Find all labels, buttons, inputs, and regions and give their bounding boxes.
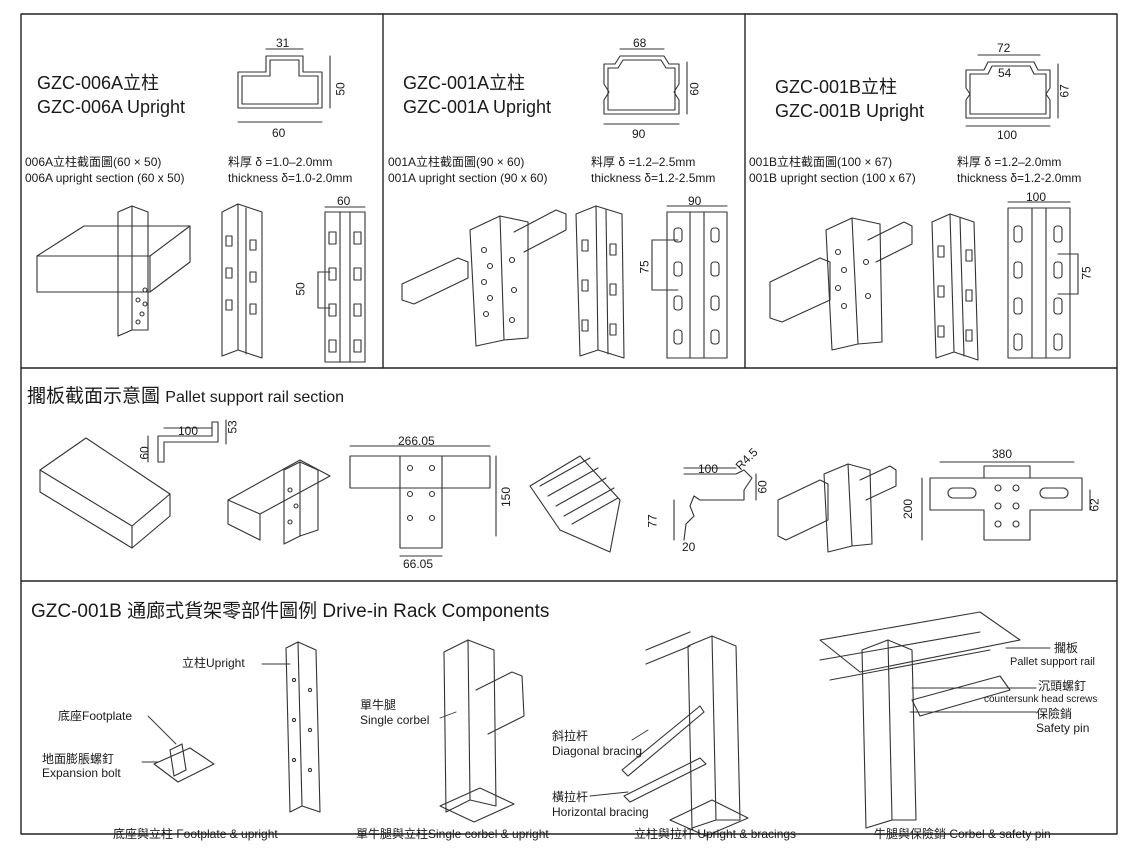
iso-upright-001a (575, 205, 625, 359)
dim-label: 50 (333, 82, 348, 96)
frame-lines (20, 13, 1118, 835)
caption-upright-bracings: 立柱與拉杆 Upright & bracings (634, 827, 797, 841)
label-diag-en: Diagonal bracing (552, 744, 643, 758)
caption-corbel-upright: 單牛腿與立柱Single corbel & upright (356, 827, 549, 841)
comp-upright-bracings (621, 631, 749, 837)
dim-label: 53 (225, 420, 240, 434)
dim-label: 75 (1079, 266, 1094, 280)
dim-label: 60 (137, 446, 152, 460)
rail-plate-front (349, 445, 497, 557)
dim-label: 67 (1057, 84, 1072, 98)
thickness-cn: 料厚 δ =1.2–2.5mm (591, 155, 696, 169)
upright-001a-title-cn: GZC-001A立柱 (403, 73, 526, 93)
rail-title-en: Pallet support rail section (165, 389, 345, 406)
rail-z-profile (147, 419, 227, 463)
dim-label: 60 (272, 126, 286, 140)
label-screw-en: countersunk head screws (984, 694, 1098, 705)
comp-corbel-safety-pin (819, 611, 1051, 829)
dim-label: 90 (688, 194, 702, 208)
label-horiz-cn: 橫拉杆 (552, 790, 589, 804)
rail-corbel-iso (777, 463, 897, 553)
thickness-en: thickness δ=1.2-2.0mm (957, 171, 1082, 185)
dim-label: 54 (998, 66, 1012, 80)
iso-corbel-001b (769, 217, 913, 351)
label-corbel-en: Single corbel (360, 713, 430, 727)
rail-iso-2 (227, 459, 331, 545)
label-rail-cn: 擱板 (1054, 641, 1079, 655)
rail-cross-plate (921, 461, 1091, 541)
section-caption-cn: 001A立柱截面圖(90 × 60) (388, 155, 525, 169)
thickness-en: thickness δ=1.2-2.5mm (591, 171, 716, 185)
dim-label: 380 (992, 447, 1013, 461)
dim-label: 100 (1026, 190, 1047, 204)
label-upright: 立柱Upright (182, 656, 245, 670)
dim-label: 100 (997, 128, 1018, 142)
label-diag-cn: 斜拉杆 (552, 729, 589, 743)
rail-title-cn: 擱板截面示意圖 (27, 386, 161, 407)
comp-footplate-upright (153, 641, 321, 813)
dim-label: 200 (901, 498, 916, 520)
dim-label: 20 (682, 540, 696, 554)
dim-label: 68 (633, 36, 647, 50)
front-view-001b (1007, 201, 1079, 359)
label-rail-en: Pallet support rail (1010, 656, 1095, 668)
dim-label: 90 (632, 127, 646, 141)
dim-label: 72 (997, 41, 1011, 55)
label-footplate: 底座Footplate (58, 709, 133, 723)
dim-label: 66.05 (403, 557, 434, 571)
upright-001b-title-en: GZC-001B Upright (775, 101, 925, 121)
section-caption-en: 001A upright section (90 x 60) (388, 171, 548, 185)
label-pin-en: Safety pin (1036, 721, 1090, 735)
dim-label: 60 (755, 480, 770, 494)
label-bolt-cn: 地面膨脹螺釘 (42, 752, 115, 766)
label-bolt-en: Expansion bolt (42, 766, 121, 780)
iso-upright-006a (221, 203, 263, 359)
leader-lines (141, 663, 649, 797)
dim-label: 150 (499, 486, 514, 508)
rail-corrugated-iso (529, 455, 621, 553)
dim-label: 75 (637, 260, 652, 274)
label-pin-cn: 保險銷 (1036, 707, 1073, 721)
label-horiz-en: Horizontal bracing (552, 805, 649, 819)
rail-iso-1 (39, 437, 171, 549)
label-corbel-cn: 單牛腿 (360, 698, 397, 712)
section-001b (965, 54, 1059, 127)
front-view-001a (651, 205, 728, 359)
dim-label: 60 (337, 194, 351, 208)
rail-section-title: 擱板截面示意圖 Pallet support rail section (27, 381, 344, 408)
dim-label: 60 (687, 82, 702, 96)
section-caption-cn: 006A立柱截面圖(60 × 50) (25, 155, 162, 169)
iso-box-006a (36, 205, 191, 337)
dim-label: 77 (645, 514, 660, 528)
thickness-cn: 料厚 δ =1.2–2.0mm (957, 155, 1062, 169)
section-caption-cn: 001B立柱截面圖(100 × 67) (749, 155, 893, 169)
label-screw-cn: 沉頭螺釘 (1038, 679, 1087, 693)
caption-corbel-pin: 牛腿與保險銷 Corbel & safety pin (874, 827, 1051, 841)
section-006a (237, 48, 331, 123)
dim-label: 266.05 (398, 434, 435, 448)
section-caption-en: 006A upright section (60 x 50) (25, 171, 185, 185)
section-001a (603, 48, 688, 125)
dim-label: 50 (293, 282, 308, 296)
dim-label: 31 (276, 36, 290, 50)
section-caption-en: 001B upright section (100 x 67) (749, 171, 916, 185)
comp-corbel-upright (439, 639, 525, 823)
thickness-cn: 料厚 δ =1.0–2.0mm (228, 155, 333, 169)
upright-006a-title-en: GZC-006A Upright (37, 97, 186, 117)
upright-001a-title-en: GZC-001A Upright (403, 97, 552, 117)
upright-006a-title-cn: GZC-006A立柱 (37, 73, 160, 93)
upright-001b-title-cn: GZC-001B立柱 (775, 77, 898, 97)
rail-profile-wave (673, 467, 757, 541)
iso-corbel-001a (401, 209, 567, 347)
front-view-006a (317, 206, 366, 363)
dim-label: 100 (178, 424, 199, 438)
components-title: GZC-001B 通廊式貨架零部件圖例 Drive-in Rack Compon… (31, 601, 550, 622)
caption-footplate-upright: 底座與立柱 Footplate & upright (113, 827, 278, 841)
dim-label: 100 (698, 462, 719, 476)
iso-upright-001b (931, 213, 979, 361)
dim-label: 62 (1087, 498, 1102, 512)
thickness-en: thickness δ=1.0-2.0mm (228, 171, 353, 185)
